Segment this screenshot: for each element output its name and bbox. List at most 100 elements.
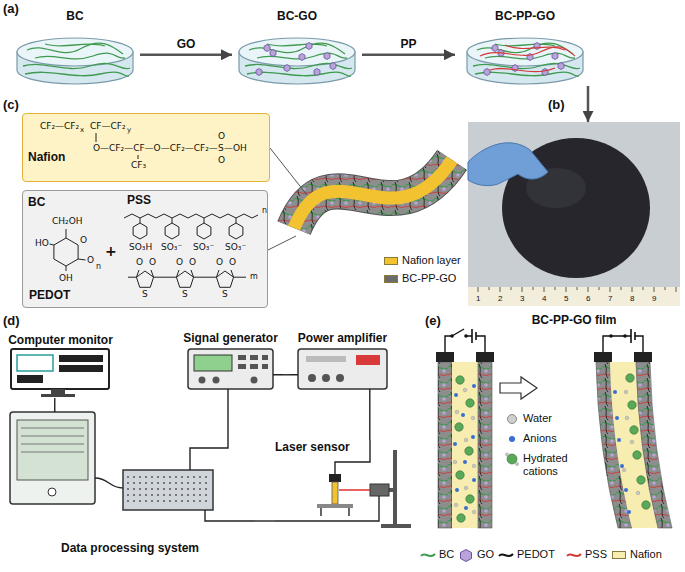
legend-sample (515, 462, 518, 465)
data-processing-icon (21, 428, 84, 452)
process-arrow (587, 86, 590, 122)
actuator-straight (471, 435, 475, 439)
data-processing-icon (123, 470, 213, 510)
laser-setup-icon (321, 508, 349, 516)
actuator-straight (472, 510, 476, 514)
actuator-straight (464, 334, 468, 338)
bc-pss-pedot-structure (49, 229, 85, 271)
legend-entry: Nafion (612, 548, 662, 561)
actuator-bent (626, 374, 650, 509)
film-photo-illustration (468, 122, 680, 306)
actuator-straight (436, 352, 454, 362)
monitor-icon (59, 355, 103, 362)
legend-entry: BC-PP-GO (384, 272, 456, 285)
actuator-straight (455, 488, 459, 492)
actuator-bent (637, 476, 645, 484)
actuator-straight (472, 464, 476, 468)
signal-generator-icon (228, 375, 283, 394)
data-processing-icon (10, 412, 95, 504)
node-label: BC (66, 9, 83, 23)
actuator-straight (472, 384, 476, 388)
leader-line (268, 148, 307, 250)
bc-pss-pedot-structure (136, 270, 233, 277)
edge-label: PP (398, 37, 418, 51)
actuator-straight (463, 388, 467, 392)
bc-pss-pedot-structure (124, 214, 258, 218)
edge-label: GO (175, 37, 198, 51)
bc-pss-pedot-structure (49, 214, 258, 287)
sample-dish: BC-PP-GO (455, 8, 595, 86)
node-label: Computer monitor (8, 333, 113, 347)
legend-label: GO (477, 548, 494, 561)
power-amplifier-icon (336, 374, 344, 382)
bc-pss-pedot-structure (165, 223, 179, 239)
laser-setup-icon (339, 489, 370, 490)
actuator-bent (623, 334, 627, 338)
node-label: PSS (127, 193, 151, 207)
actuator-straight (453, 442, 457, 446)
monitor-icon (17, 355, 53, 371)
monitor-icon (11, 349, 109, 389)
process-arrow (362, 54, 455, 57)
actuator-straight (464, 438, 468, 442)
actuator-bent (594, 329, 672, 528)
legend-entry: PEDOT (498, 548, 555, 562)
actuator-straight (463, 460, 467, 464)
bc-pss-pedot-structure (216, 271, 233, 287)
actuator-bent (627, 510, 631, 514)
node-label: Data processing system (61, 541, 199, 555)
bc-pss-pedot-structure (229, 223, 243, 239)
actuator-bent (613, 390, 631, 514)
leader-line (270, 148, 307, 195)
legend-sample (461, 550, 472, 562)
legend-label: Water (523, 412, 552, 425)
laser-setup-icon (393, 450, 397, 526)
actuator-bent (636, 362, 672, 528)
dish-illustration (23, 43, 130, 76)
film-illustration (294, 160, 452, 228)
film-illustration (294, 160, 452, 228)
legend-sample (504, 412, 520, 426)
film-photo-illustration (478, 287, 676, 292)
legend-entry: GO (458, 548, 494, 562)
actuator-straight (452, 362, 478, 528)
actuator-bent (617, 438, 621, 442)
device-box: Laser sensor (275, 440, 418, 530)
node-label: BC-GO (277, 9, 317, 23)
device-box: Power amplifier (290, 330, 395, 394)
film-photo-illustration (468, 143, 548, 186)
bc-pss-pedot-structure (128, 276, 246, 277)
film-photo-illustration (468, 122, 680, 287)
monitor-icon (41, 394, 75, 397)
legend-sample (504, 432, 520, 446)
bc-pss-pedot-structure (136, 271, 153, 287)
node-label: Laser sensor (275, 440, 350, 454)
actuator-bent (622, 390, 640, 495)
bc-pss-pedot-structure (133, 223, 147, 239)
actuator-straight (455, 376, 474, 522)
dish-illustration (256, 43, 336, 76)
nafion-structure (22, 113, 274, 185)
film-illustration (294, 160, 452, 228)
cable (283, 374, 290, 375)
legend-sample (499, 554, 513, 556)
actuator-straight (453, 384, 476, 510)
actuator-straight (445, 336, 485, 352)
legend-entry: Anions (504, 432, 557, 446)
actuator-bent (633, 451, 641, 459)
legend-entry: Water (504, 412, 552, 426)
cable (255, 520, 275, 521)
actuator-straight (457, 514, 465, 522)
film-illustration (294, 160, 452, 228)
laser-setup-icon (329, 474, 341, 482)
bc-pss-pedot-structure (197, 223, 211, 239)
legend-label: Hydrated cations (523, 452, 595, 478)
signal-generator-icon (194, 355, 232, 371)
actuator-straight (456, 471, 464, 479)
laser-setup-icon (317, 504, 353, 508)
actuator-bent (594, 352, 612, 362)
actuator-straight (454, 393, 458, 397)
power-amplifier-icon (306, 356, 346, 362)
dish-illustration (473, 43, 580, 76)
sample-dish: BC (10, 8, 140, 86)
